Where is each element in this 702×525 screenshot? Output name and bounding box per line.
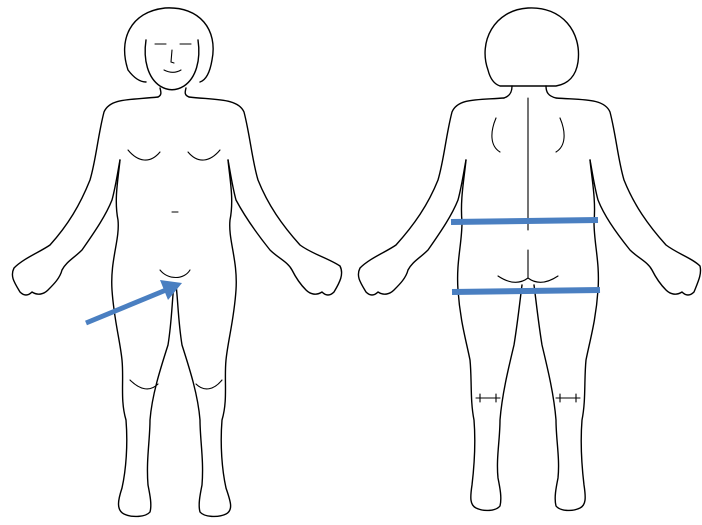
- back-head: [485, 8, 578, 86]
- groin-arrow: [86, 290, 166, 323]
- back-body-details: [476, 98, 580, 402]
- back-neck: [504, 86, 556, 98]
- back-right-side: [534, 160, 598, 510]
- back-left-side: [458, 160, 522, 510]
- annotations: [86, 220, 600, 323]
- lower-back-line: [451, 220, 598, 222]
- front-body-figure: [12, 8, 341, 517]
- front-left-torso: [112, 160, 174, 516]
- front-face: [145, 40, 199, 90]
- front-body-details: [128, 150, 222, 389]
- front-left-arm: [12, 97, 158, 295]
- back-right-arm: [556, 98, 701, 295]
- buttocks-line: [452, 290, 600, 292]
- front-right-torso: [176, 160, 236, 516]
- front-hair: [125, 8, 214, 82]
- front-right-arm: [189, 97, 342, 295]
- front-face-features: [155, 44, 191, 72]
- back-left-arm: [358, 98, 504, 295]
- back-body-figure: [358, 8, 700, 511]
